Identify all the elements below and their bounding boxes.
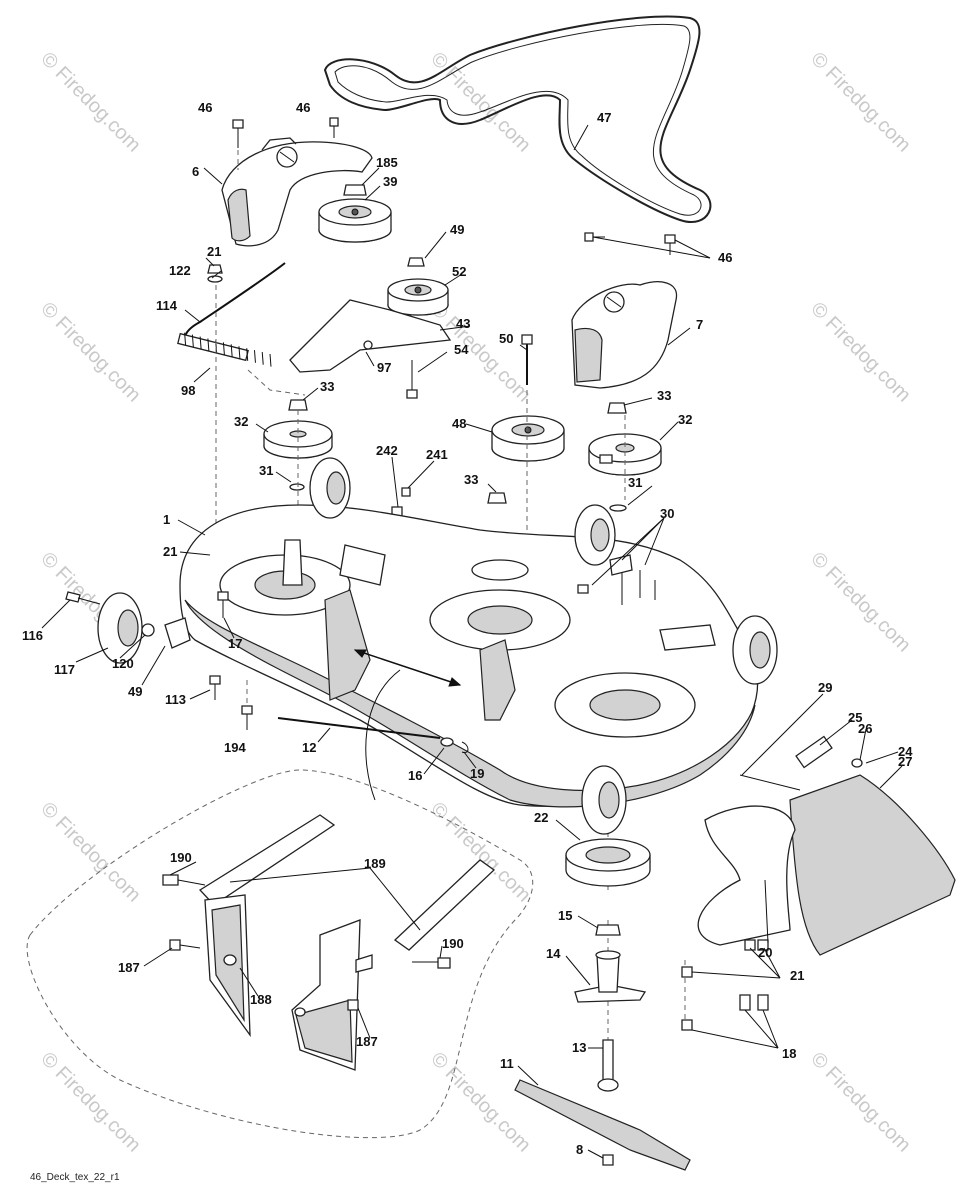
part-label-21: 21	[790, 968, 804, 983]
part-label-21: 21	[207, 244, 221, 259]
part-label-7: 7	[696, 317, 703, 332]
part-label-49: 49	[450, 222, 464, 237]
part-label-185: 185	[376, 155, 398, 170]
part-label-113: 113	[165, 692, 186, 707]
idler-pulley-39	[318, 198, 392, 243]
part-label-6: 6	[192, 164, 199, 179]
part-label-1: 1	[163, 512, 170, 527]
part-label-33: 33	[464, 472, 478, 487]
part-label-241: 241	[426, 447, 448, 462]
part-label-27: 27	[898, 754, 912, 769]
part-label-117: 117	[54, 662, 75, 677]
watermark-text: © Firedog.com	[806, 48, 915, 157]
part-label-242: 242	[376, 443, 398, 458]
part-label-39: 39	[383, 174, 397, 189]
part-label-46: 46	[198, 100, 212, 115]
diagram-caption: 46_Deck_tex_22_r1	[30, 1172, 120, 1183]
leader-lines	[41, 124, 903, 1159]
deck-wheels	[97, 457, 778, 835]
part-label-30: 30	[660, 506, 674, 521]
part-label-116: 116	[22, 628, 43, 643]
part-label-12: 12	[302, 740, 316, 755]
part-label-187: 187	[356, 1034, 378, 1049]
part-label-97: 97	[377, 360, 391, 375]
pulley-48	[491, 415, 565, 462]
part-label-50: 50	[499, 331, 513, 346]
part-label-47: 47	[597, 110, 611, 125]
part-label-98: 98	[181, 383, 195, 398]
part-label-31: 31	[259, 463, 273, 478]
nut-185	[343, 184, 367, 196]
right-pulley-shield	[571, 281, 678, 389]
left-pulley-shield	[221, 137, 373, 247]
part-label-190: 190	[170, 850, 192, 865]
part-label-33: 33	[657, 388, 671, 403]
part-label-54: 54	[454, 342, 469, 357]
part-label-194: 194	[224, 740, 246, 755]
part-label-32: 32	[234, 414, 248, 429]
part-label-14: 14	[546, 946, 561, 961]
part-label-114: 114	[156, 298, 178, 313]
part-label-52: 52	[452, 264, 466, 279]
idler-arm	[289, 299, 452, 373]
part-label-32: 32	[678, 412, 692, 427]
measure-arrow	[353, 649, 462, 801]
part-label-187: 187	[118, 960, 140, 975]
idler-pulley-52	[387, 278, 449, 316]
part-label-22: 22	[534, 810, 548, 825]
part-label-20: 20	[758, 945, 772, 960]
part-label-18: 18	[782, 1046, 796, 1061]
watermark-text: © Firedog.com	[36, 1048, 145, 1157]
mower-deck	[179, 504, 759, 808]
part-label-8: 8	[576, 1142, 583, 1157]
part-label-43: 43	[456, 316, 470, 331]
part-label-21: 21	[163, 544, 177, 559]
deck-bolts	[65, 554, 656, 754]
part-label-26: 26	[858, 721, 872, 736]
spring-rod-assembly	[177, 262, 306, 396]
part-label-188: 188	[250, 992, 272, 1007]
watermark-text: © Firedog.com	[426, 1048, 535, 1157]
watermark-text: © Firedog.com	[806, 548, 915, 657]
hardware	[207, 117, 676, 558]
part-label-29: 29	[818, 680, 832, 695]
part-label-31: 31	[628, 475, 642, 490]
discharge-chute	[697, 735, 956, 956]
part-label-189: 189	[364, 856, 386, 871]
part-label-16: 16	[408, 768, 422, 783]
part-label-49: 49	[128, 684, 142, 699]
part-label-46: 46	[296, 100, 310, 115]
part-label-24: 24	[898, 744, 913, 759]
part-label-17: 17	[228, 636, 242, 651]
part-label-122: 122	[169, 263, 191, 278]
part-label-33: 33	[320, 379, 334, 394]
inset-region	[26, 769, 534, 1139]
part-label-11: 11	[500, 1056, 514, 1071]
part-label-19: 19	[470, 766, 484, 781]
part-label-120: 120	[112, 656, 134, 671]
part-label-46: 46	[718, 250, 732, 265]
watermark-text: © Firedog.com	[806, 298, 915, 407]
mower-belt	[323, 15, 712, 223]
part-label-15: 15	[558, 908, 572, 923]
watermark-text: © Firedog.com	[36, 298, 145, 407]
watermark-text: © Firedog.com	[426, 298, 535, 407]
part-label-25: 25	[848, 710, 862, 725]
spindle-parts	[514, 838, 769, 1171]
part-label-13: 13	[572, 1040, 586, 1055]
watermark-text: © Firedog.com	[36, 798, 145, 907]
watermark-text: © Firedog.com	[36, 48, 145, 157]
part-label-190: 190	[442, 936, 464, 951]
watermark-text: © Firedog.com	[426, 798, 535, 907]
watermark-text: © Firedog.com	[806, 1048, 915, 1157]
part-label-48: 48	[452, 416, 466, 431]
